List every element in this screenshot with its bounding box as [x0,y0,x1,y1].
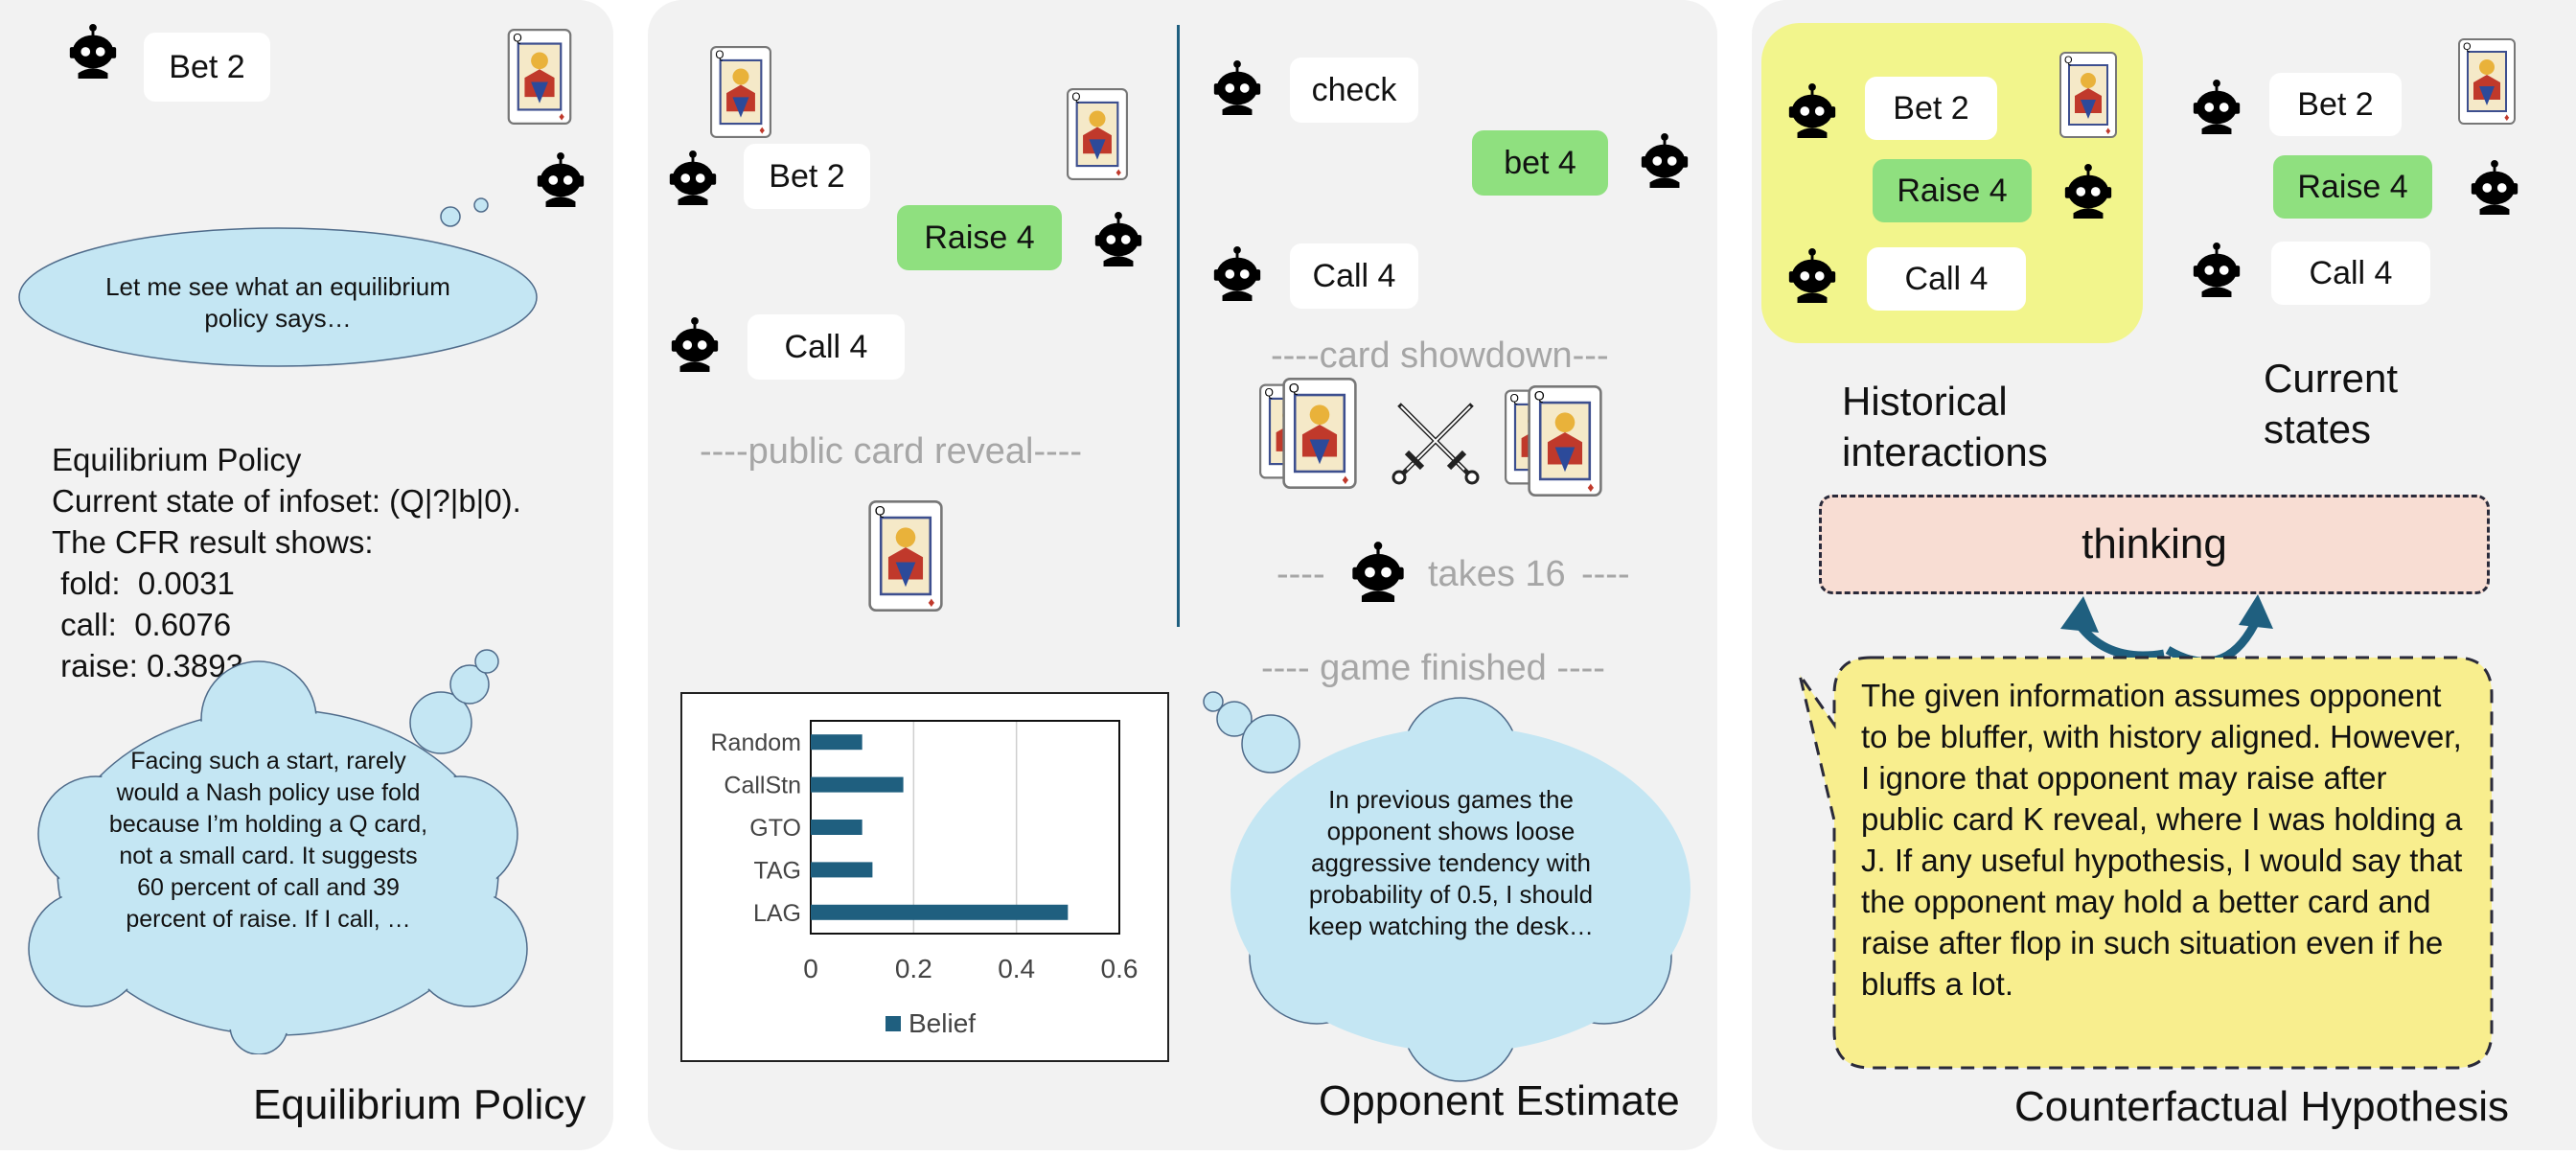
panel-title: Counterfactual Hypothesis [2014,1083,2510,1130]
call-message: Call 4 [2271,242,2430,305]
bar [811,904,1069,920]
bet-message: bet 4 [1472,130,1608,196]
call-message: Call 4 [748,314,905,380]
tick-label: 0.4 [998,954,1035,983]
hypothesis-bubble [1798,656,2494,1070]
bet-message: Bet 2 [2269,73,2402,136]
takes-label: takes 16 [1428,554,1566,594]
robot-icon [1347,541,1409,602]
policy-line: The CFR result shows: [52,524,374,560]
call-message: Call 4 [1867,247,2026,311]
category-label: CallStn [724,773,801,799]
panel-title: Equilibrium Policy [253,1081,586,1128]
legend-swatch [886,1016,901,1031]
legend-label: Belief [908,1008,976,1038]
raise-message: Raise 4 [897,205,1062,270]
policy-line: Current state of infoset: (Q|?|b|0). [52,483,521,519]
bar [811,820,862,835]
takes-dash: ---- [1276,554,1325,594]
robot-icon [1784,247,1840,303]
thought-cloud [18,197,538,367]
thinking-box: thinking [1819,495,2490,594]
crossed-swords-icon [1388,393,1484,489]
robot-icon [2467,159,2522,215]
category-label: GTO [749,815,801,842]
robot-icon [1637,132,1692,188]
bet-message: Bet 2 [144,33,270,102]
card-icon [1064,88,1131,180]
robot-icon [1784,82,1840,138]
thought-text: In previous games the opponent shows loo… [1308,785,1594,940]
policy-line: call: 0.6076 [52,607,232,642]
hypothesis-text: The given information assumes opponent t… [1861,678,2463,1002]
bet-message: Bet 2 [1865,77,1997,140]
thinking-label: thinking [2082,520,2227,567]
bet-message: Bet 2 [744,144,870,209]
bar [811,734,862,751]
raise-message: Raise 4 [1873,159,2032,222]
robot-icon [2060,163,2116,219]
panel-title: Opponent Estimate [1319,1077,1680,1124]
robot-icon [2189,242,2244,297]
policy-line: Equilibrium Policy [52,442,302,477]
card-icon [864,500,947,612]
bar [811,862,873,878]
tick-label: 0 [803,954,818,983]
card-icon [707,46,774,138]
game-finished-label: ---- game finished ---- [1261,648,1605,688]
robot-icon [1209,59,1265,115]
robot-icon [667,316,723,372]
robot-icon [1209,245,1265,301]
thought-cloud [1203,691,1690,1082]
card-icon [506,29,573,125]
card-icon [1278,378,1361,489]
tick-label: 0.2 [895,954,932,983]
historical-interactions-label: Historical interactions [1842,379,2048,474]
robot-icon [1091,211,1146,266]
takes-dash: ---- [1581,554,1630,594]
divider-line [1177,25,1180,627]
thought-cloud [28,649,528,1054]
policy-line: fold: 0.0031 [52,566,235,601]
robot-icon [2189,79,2244,134]
card-icon [2057,52,2120,138]
card-icon [2455,38,2518,125]
raise-message: Raise 4 [2273,155,2432,219]
bar [811,776,904,793]
robot-icon [665,150,721,205]
tick-label: 0.6 [1101,954,1138,983]
category-label: Random [711,729,802,756]
thought-text: Let me see what an equilibrium policy sa… [105,272,450,333]
category-label: TAG [753,857,801,884]
call-message: Call 4 [1290,243,1418,309]
category-label: LAG [753,900,801,927]
card-showdown-label: ----card showdown--- [1271,335,1609,376]
cycle-arrows-icon [2060,594,2273,666]
current-states-label: Current states [2264,356,2399,451]
card-icon [1524,385,1606,497]
check-message: check [1290,58,1418,123]
thought-text: Facing such a start, rarely would a Nash… [108,748,428,933]
public-card-reveal-label: ----public card reveal---- [700,431,1083,472]
robot-icon [65,23,121,79]
